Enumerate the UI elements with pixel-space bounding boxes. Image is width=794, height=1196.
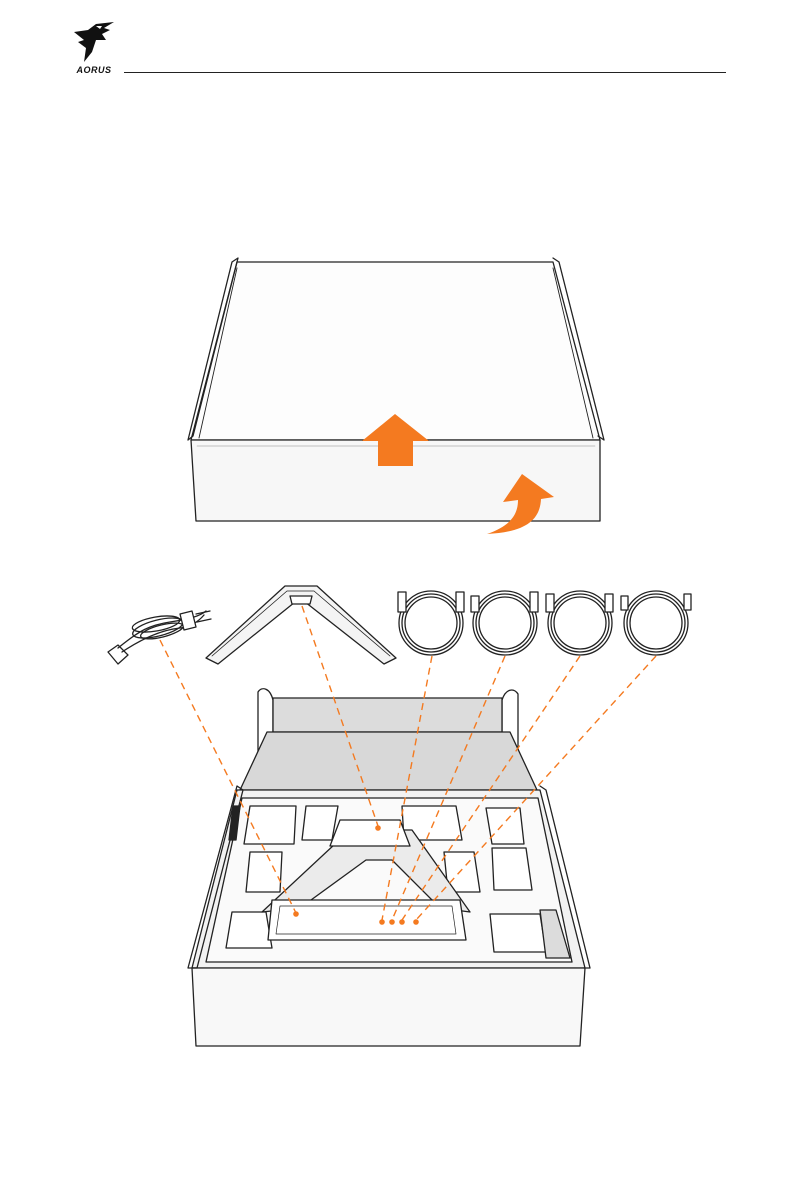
usb-cable-icon — [471, 591, 538, 655]
power-cord-icon — [108, 611, 211, 664]
hdmi-cable-icon — [398, 591, 464, 655]
displayport-cable-icon — [546, 591, 613, 655]
stand-base-icon — [206, 586, 396, 664]
usb-c-cable-icon — [621, 591, 691, 655]
closed-box — [188, 258, 604, 521]
open-box — [188, 689, 590, 1046]
